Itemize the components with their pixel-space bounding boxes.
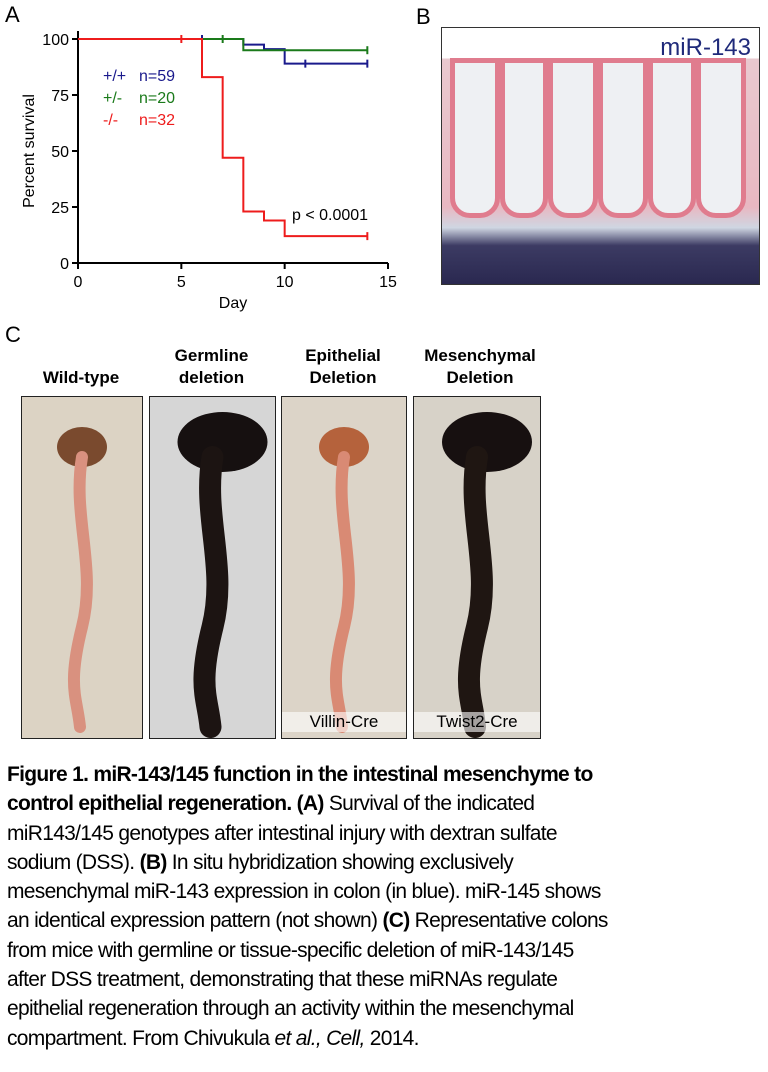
- legend-n: n=32: [139, 112, 175, 129]
- caption-text: after DSS treatment, demonstrating that …: [7, 968, 558, 992]
- column-label-line: Deletion: [309, 368, 377, 387]
- caption-line: compartment. From Chivukula et al., Cell…: [7, 1024, 767, 1053]
- column-label-line: deletion: [178, 368, 245, 387]
- genotype-tag: Twist2-Cre: [414, 712, 540, 732]
- panel-label-b: B: [416, 4, 431, 29]
- survival-curve-2: [78, 38, 368, 238]
- in-situ-hybridization-image: miR-143: [441, 27, 760, 285]
- image-title: miR-143: [660, 34, 751, 61]
- caption-text: 2014.: [364, 1026, 420, 1050]
- colon-shape: [442, 412, 532, 738]
- x-tick-label: 10: [276, 274, 294, 291]
- column-label-line: Deletion: [446, 368, 514, 387]
- x-axis-label: Day: [219, 295, 247, 312]
- figure-caption: Figure 1. miR-143/145 function in the in…: [7, 760, 767, 1053]
- y-tick-label: 100: [42, 32, 69, 49]
- panel-label-c: C: [5, 322, 21, 347]
- caption-text: control epithelial regeneration. (A): [7, 792, 324, 816]
- y-tick-label: 50: [51, 144, 69, 161]
- column-label: Germline deletion: [149, 345, 274, 389]
- caption-line: after DSS treatment, demonstrating that …: [7, 965, 767, 994]
- caption-text: Figure 1. miR-143/145 function in the in…: [7, 763, 593, 786]
- legend-genotype: -/-: [103, 112, 118, 129]
- legend-genotype: +/+: [103, 68, 126, 85]
- x-tick-label: 15: [379, 274, 397, 291]
- caption-text: sodium (DSS).: [7, 850, 140, 874]
- column-label-line: Wild-type: [42, 368, 120, 387]
- column-label-line: Epithelial: [305, 346, 381, 365]
- caption-text: et al., Cell,: [274, 1026, 366, 1050]
- caption-text: epithelial regeneration through an activ…: [7, 997, 574, 1021]
- caption-text: (C): [382, 909, 410, 933]
- caption-line: an identical expression pattern (not sho…: [7, 906, 767, 935]
- caption-text: an identical expression pattern (not sho…: [7, 909, 383, 933]
- column-label-line: Germline: [174, 346, 249, 365]
- y-tick-label: 75: [51, 88, 69, 105]
- x-tick-label: 5: [177, 274, 186, 291]
- colon-photo: Twist2-Cre: [413, 396, 541, 739]
- column-label-line: [21, 345, 141, 367]
- caption-line: miR143/145 genotypes after intestinal in…: [7, 819, 767, 848]
- colon-shape: [177, 412, 268, 738]
- colon-shape: [57, 427, 107, 733]
- caption-text: miR143/145 genotypes after intestinal in…: [7, 821, 558, 845]
- panel-label-a: A: [5, 2, 20, 27]
- caption-text: from mice with germline or tissue-specif…: [7, 938, 574, 962]
- caption-text: mesenchymal miR-143 expression in colon …: [7, 880, 601, 904]
- y-tick-label: 25: [51, 200, 69, 217]
- caption-line: control epithelial regeneration. (A) Sur…: [7, 789, 767, 818]
- caption-text: compartment. From Chivukula: [7, 1026, 275, 1050]
- colon-photo: [149, 396, 276, 739]
- caption-text: Representative colons: [409, 909, 609, 933]
- caption-text: Survival of the indicated: [323, 792, 535, 816]
- caption-line: sodium (DSS). (B) In situ hybridization …: [7, 848, 767, 877]
- legend-n: n=20: [139, 90, 175, 107]
- colon-photo: Villin-Cre: [281, 396, 407, 739]
- caption-text: (B): [139, 850, 168, 874]
- caption-text: In situ hybridization showing exclusivel…: [166, 850, 514, 874]
- caption-line: mesenchymal miR-143 expression in colon …: [7, 877, 767, 906]
- caption-line: Figure 1. miR-143/145 function in the in…: [7, 760, 767, 789]
- legend-n: n=59: [139, 68, 175, 85]
- y-tick-label: 0: [60, 256, 69, 273]
- caption-line: from mice with germline or tissue-specif…: [7, 936, 767, 965]
- column-label: Wild-type: [21, 345, 141, 389]
- p-value-annotation: p < 0.0001: [292, 207, 368, 224]
- genotype-tag: Villin-Cre: [282, 712, 406, 732]
- caption-line: epithelial regeneration through an activ…: [7, 994, 767, 1023]
- legend-genotype: +/-: [103, 90, 122, 107]
- colon-photo: [21, 396, 143, 739]
- colon-shape: [319, 427, 369, 733]
- x-tick-label: 0: [74, 274, 83, 291]
- column-label-line: Mesenchymal: [424, 346, 536, 365]
- y-axis-label: Percent survival: [21, 94, 38, 208]
